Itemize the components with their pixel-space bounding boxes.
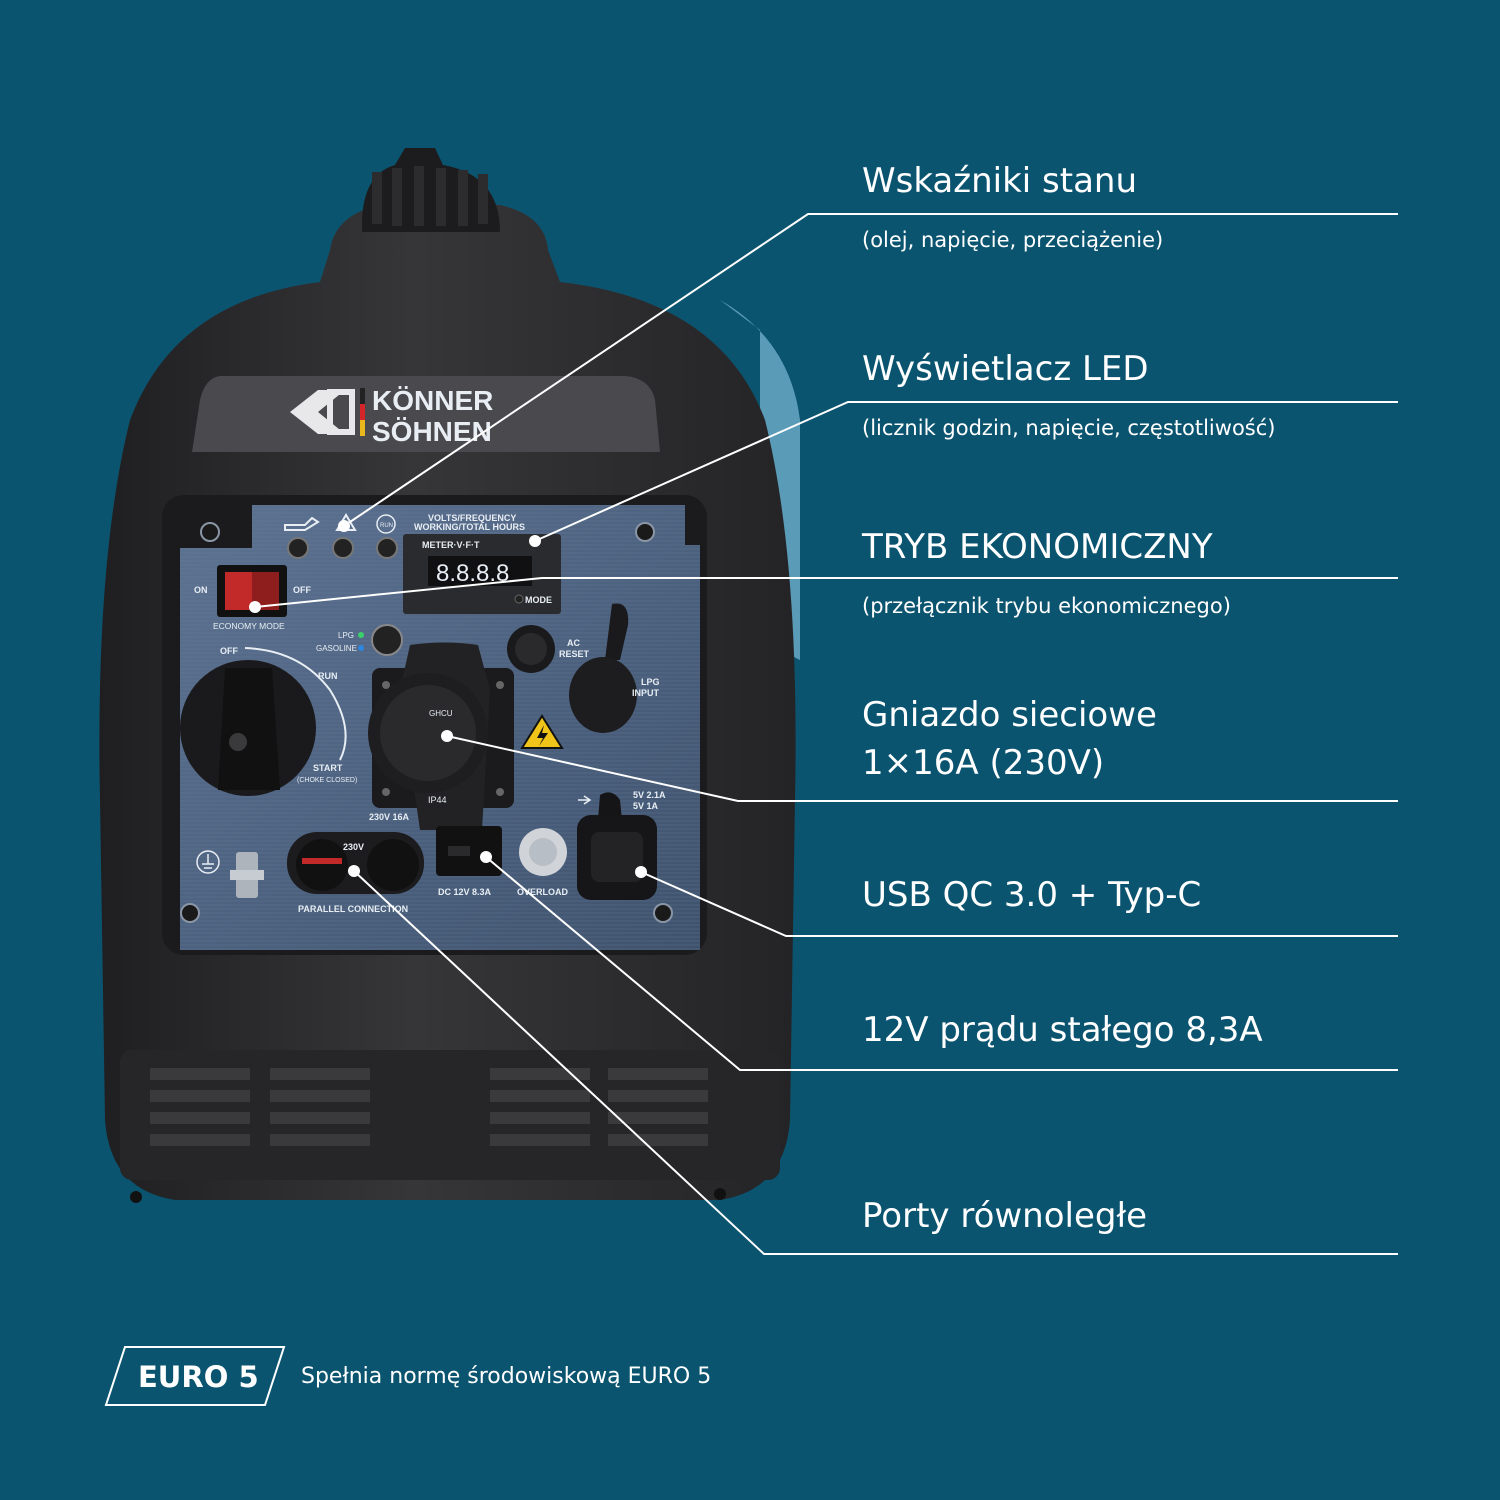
usb-ports: 5V 2.1A 5V 1A	[577, 790, 666, 900]
svg-text:(CHOKE CLOSED): (CHOKE CLOSED)	[297, 777, 357, 784]
callout-subtitle: (olej, napięcie, przeciążenie)	[862, 228, 1164, 252]
svg-text:LPG: LPG	[338, 631, 354, 640]
usb-icon	[578, 795, 592, 805]
callout-economy-mode: TRYB EKONOMICZNY (przełącznik trybu ekon…	[862, 523, 1231, 621]
fuel-cap	[361, 148, 500, 232]
callout-title: USB QC 3.0 + Typ-C	[862, 875, 1202, 915]
leader-socket	[446, 735, 1398, 802]
callout-title: 12V prądu stałego 8,3A	[862, 1010, 1263, 1050]
svg-text:OFF: OFF	[293, 585, 311, 595]
economy-mode-switch: ON OFF ECONOMY MODE	[194, 565, 311, 631]
svg-text:OVERLOAD: OVERLOAD	[517, 887, 569, 897]
svg-text:DC 12V 8.3A: DC 12V 8.3A	[438, 887, 492, 897]
euro-badge-text: Spełnia normę środowiskową EURO 5	[301, 1364, 712, 1389]
vents	[120, 1050, 780, 1203]
callout-lines	[254, 213, 1398, 1255]
svg-text:LPG: LPG	[641, 677, 660, 687]
callout-subtitle: (przełącznik trybu ekonomicznego)	[862, 594, 1231, 618]
callout-title: Gniazdo sieciowe	[862, 695, 1157, 735]
euro-badge-label: EURO 5	[138, 1360, 259, 1394]
svg-text:WORKING/TOTAL HOURS: WORKING/TOTAL HOURS	[414, 522, 525, 532]
brand-top: KÖNNER	[372, 385, 493, 416]
callout-led-display: Wyświetlacz LED (licznik godzin, napięci…	[862, 345, 1275, 443]
run-led	[376, 537, 398, 559]
svg-text:RESET: RESET	[559, 649, 590, 659]
engine-dial: OFF RUN START (CHOKE CLOSED)	[180, 646, 357, 796]
leader-economy-mode	[254, 577, 1398, 608]
svg-text:5V 1A: 5V 1A	[633, 801, 659, 811]
svg-text:RUN: RUN	[318, 671, 338, 681]
leader-dc	[485, 856, 1398, 1071]
callout-title: Wskaźniki stanu	[862, 161, 1138, 201]
svg-text:START: START	[313, 763, 343, 773]
electric-warning-icon	[520, 714, 564, 749]
fuel-type-indicator: LPG GASOLINE	[316, 624, 403, 656]
svg-text:OFF: OFF	[220, 646, 238, 656]
ac-reset-button: AC RESET	[507, 625, 590, 673]
callout-subtitle: (licznik godzin, napięcie, częstotliwość…	[862, 416, 1276, 440]
svg-text:MODE: MODE	[525, 595, 552, 605]
callout-dc: 12V prądu stałego 8,3A	[862, 1006, 1263, 1054]
callout-status-indicators: Wskaźniki stanu (olej, napięcie, przecią…	[862, 157, 1163, 255]
svg-text:RUN: RUN	[380, 523, 393, 529]
leader-status-indicators	[343, 213, 1398, 527]
ground-terminal	[196, 850, 264, 898]
callout-title: Porty równoległe	[862, 1196, 1148, 1236]
svg-text:VOLTS/FREQUENCY: VOLTS/FREQUENCY	[428, 513, 516, 523]
callout-socket: Gniazdo sieciowe 1×16A (230V)	[862, 691, 1157, 787]
ac-socket: GHCU IP44 230V 16A	[368, 642, 514, 830]
svg-text:5V 2.1A: 5V 2.1A	[633, 790, 666, 800]
svg-text:INPUT: INPUT	[632, 688, 660, 698]
dc-outlet: DC 12V 8.3A	[436, 826, 502, 897]
oil-led	[287, 537, 309, 559]
brand-bottom: SÖHNEN	[372, 416, 492, 447]
lpg-input: LPG INPUT	[569, 603, 660, 733]
brand-plate: KÖNNER SÖHNEN	[192, 376, 660, 452]
leader-led-display	[534, 401, 1398, 542]
callout-title: Wyświetlacz LED	[862, 349, 1149, 389]
panel-screws	[180, 522, 673, 923]
callout-title: TRYB EKONOMICZNY	[862, 527, 1213, 567]
svg-text:ECONOMY MODE: ECONOMY MODE	[213, 621, 285, 631]
svg-text:AC: AC	[567, 638, 580, 648]
overload-fuse: OVERLOAD	[517, 828, 569, 897]
callout-dots	[249, 520, 647, 878]
euro-badge-frame	[104, 1346, 286, 1406]
callout-usb: USB QC 3.0 + Typ-C	[862, 871, 1201, 919]
run-icon	[376, 514, 396, 534]
svg-text:230V: 230V	[343, 842, 364, 852]
oil-icon	[284, 516, 320, 531]
callout-title-line2: 1×16A (230V)	[862, 743, 1105, 783]
overload-led	[332, 537, 354, 559]
callout-parallel: Porty równoległe	[862, 1192, 1147, 1240]
svg-text:METER·V·F·T: METER·V·F·T	[422, 540, 480, 550]
svg-text:ON: ON	[194, 585, 208, 595]
leader-usb	[640, 871, 1398, 937]
svg-text:GASOLINE: GASOLINE	[316, 644, 357, 653]
svg-text:GHCU: GHCU	[429, 709, 453, 718]
svg-text:IP44: IP44	[428, 795, 447, 805]
parallel-ports: 230V PARALLEL CONNECTION	[287, 832, 424, 914]
svg-text:PARALLEL CONNECTION: PARALLEL CONNECTION	[298, 904, 408, 914]
svg-text:230V 16A: 230V 16A	[369, 812, 410, 822]
leader-parallel	[353, 870, 1398, 1255]
